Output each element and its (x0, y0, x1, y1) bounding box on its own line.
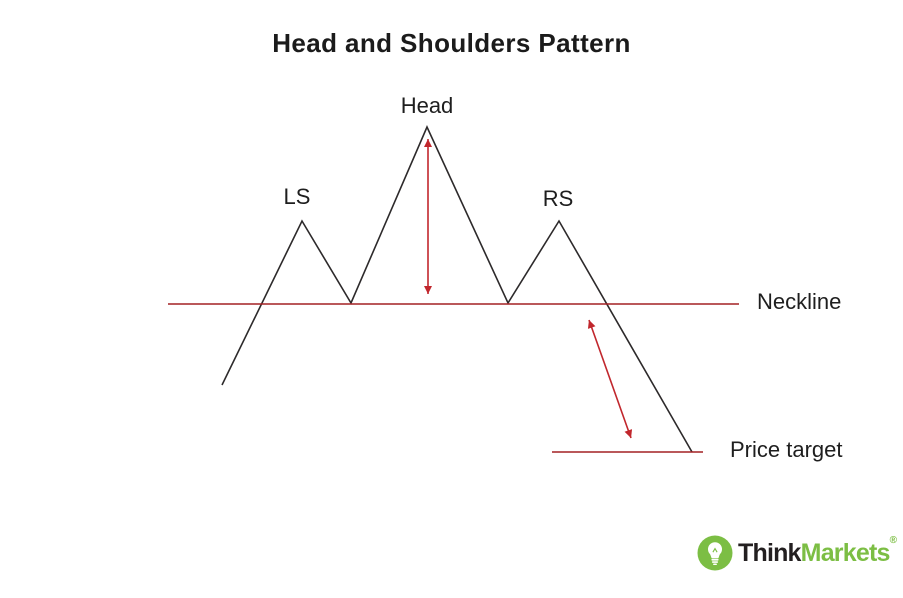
lightbulb-icon (697, 535, 733, 571)
page-title: Head and Shoulders Pattern (272, 28, 631, 58)
price-pattern-line (221, 125, 693, 453)
head-label: Head (400, 93, 454, 118)
neckline-label: Neckline (757, 289, 842, 314)
price-target-label: Price target (730, 437, 843, 462)
breakout-projection-arrow (587, 319, 633, 439)
right-shoulder-label: RS (542, 186, 574, 211)
left-shoulder-label: LS (283, 184, 311, 209)
logo-text-markets: Markets (800, 538, 891, 567)
registered-trademark-icon: ® (889, 535, 897, 546)
thinkmarkets-logo: Think Markets ® (697, 535, 897, 571)
logo-text-think: Think (738, 538, 801, 567)
